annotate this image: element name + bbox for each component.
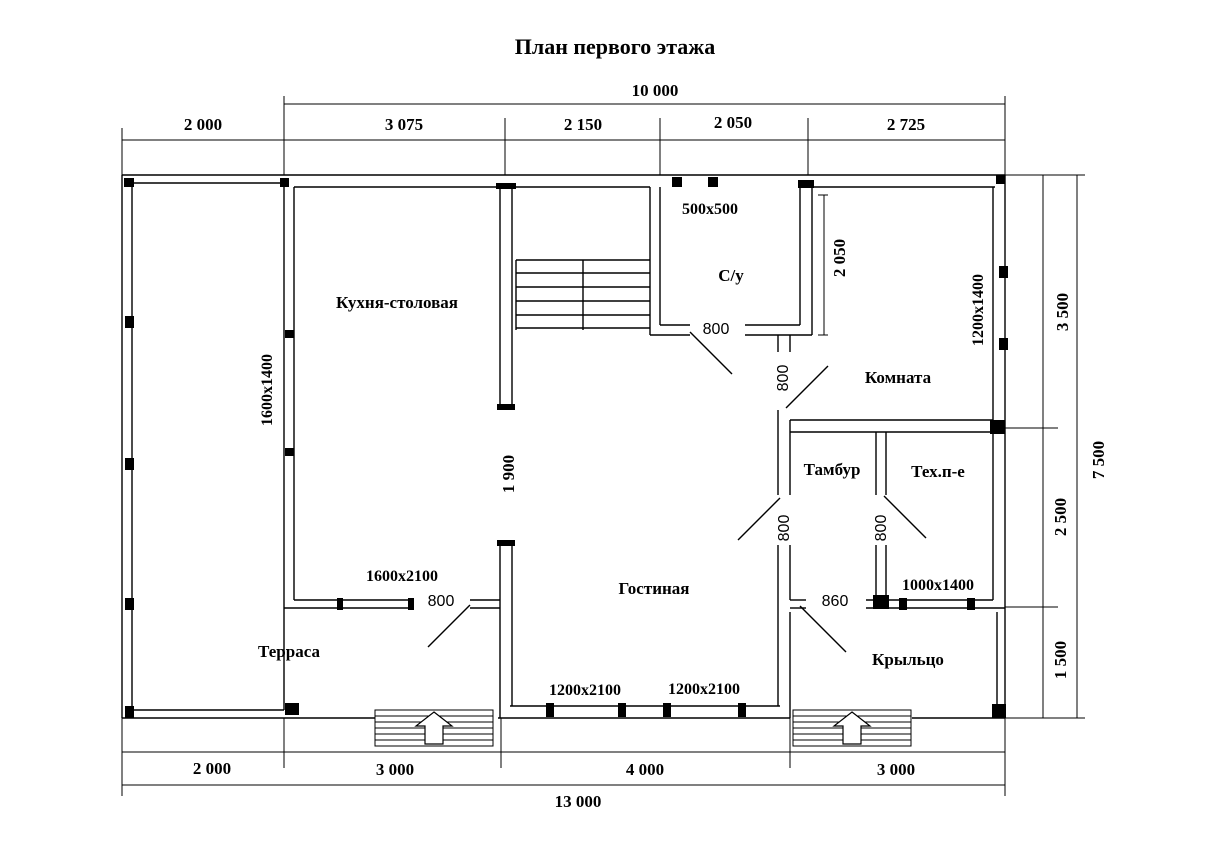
dim-interior-wall: 1 900 — [499, 455, 518, 493]
door-vestibule-label: 800 — [776, 515, 793, 542]
window-kitchen-bottom-label: 1600x2100 — [366, 568, 438, 585]
stairs — [515, 259, 650, 330]
dim-bottom-seg-1: 2 000 — [193, 759, 231, 778]
dim-bathroom-depth: 2 050 — [830, 239, 849, 277]
dim-top-terrace: 2 000 — [184, 115, 222, 134]
window-living-2-label: 1200x2100 — [668, 681, 740, 698]
door-leaves — [427, 331, 927, 653]
dim-top-seg-4: 2 725 — [887, 115, 925, 134]
dim-right-seg-2: 2 500 — [1051, 498, 1070, 536]
dim-bottom-total: 13 000 — [555, 792, 602, 811]
dim-right-seg-3: 1 500 — [1051, 641, 1070, 679]
top-dimension-lines — [121, 96, 1006, 175]
room-vestibule-label: Тамбур — [804, 460, 861, 479]
dim-right-total: 7 500 — [1089, 441, 1108, 479]
window-tech-label: 1000x1400 — [902, 577, 974, 594]
window-bath-label: 500x500 — [682, 201, 738, 218]
dim-top-seg-1: 3 075 — [385, 115, 423, 134]
room-porch-label: Крыльцо — [872, 650, 944, 669]
dim-bottom-seg-4: 3 000 — [877, 760, 915, 779]
window-jambs — [124, 175, 1008, 718]
window-kitchen-side-label: 1600x1400 — [259, 354, 276, 426]
porch-steps — [792, 709, 912, 747]
dim-bottom-seg-3: 4 000 — [626, 760, 664, 779]
terrace-steps — [374, 709, 494, 747]
right-dimension-lines — [1005, 174, 1085, 719]
window-room-label: 1200x1400 — [970, 274, 987, 346]
window-living-1-label: 1200x2100 — [549, 682, 621, 699]
dim-bottom-seg-2: 3 000 — [376, 760, 414, 779]
bottom-dimension-lines — [121, 718, 1006, 796]
room-bathroom-label: С/у — [718, 266, 744, 285]
room-room-label: Комната — [865, 368, 932, 387]
room-kitchen-label: Кухня-столовая — [336, 293, 458, 312]
room-tech-label: Тех.п-е — [911, 462, 965, 481]
room-living-label: Гостиная — [618, 579, 689, 598]
door-terrace-label: 800 — [428, 593, 455, 610]
outer-walls — [121, 174, 1006, 719]
plan-title: План первого этажа — [514, 34, 716, 59]
dim-top-total: 10 000 — [632, 81, 679, 100]
room-terrace-label: Терраса — [258, 642, 320, 661]
dim-right-seg-1: 3 500 — [1053, 293, 1072, 331]
dim-top-seg-3: 2 050 — [714, 113, 752, 132]
interior-walls — [283, 183, 1005, 718]
door-room-label: 800 — [775, 365, 792, 392]
dim-top-seg-2: 2 150 — [564, 115, 602, 134]
door-bath-label: 800 — [703, 321, 730, 338]
door-tech-label: 800 — [873, 515, 890, 542]
door-entrance-label: 860 — [822, 593, 849, 610]
